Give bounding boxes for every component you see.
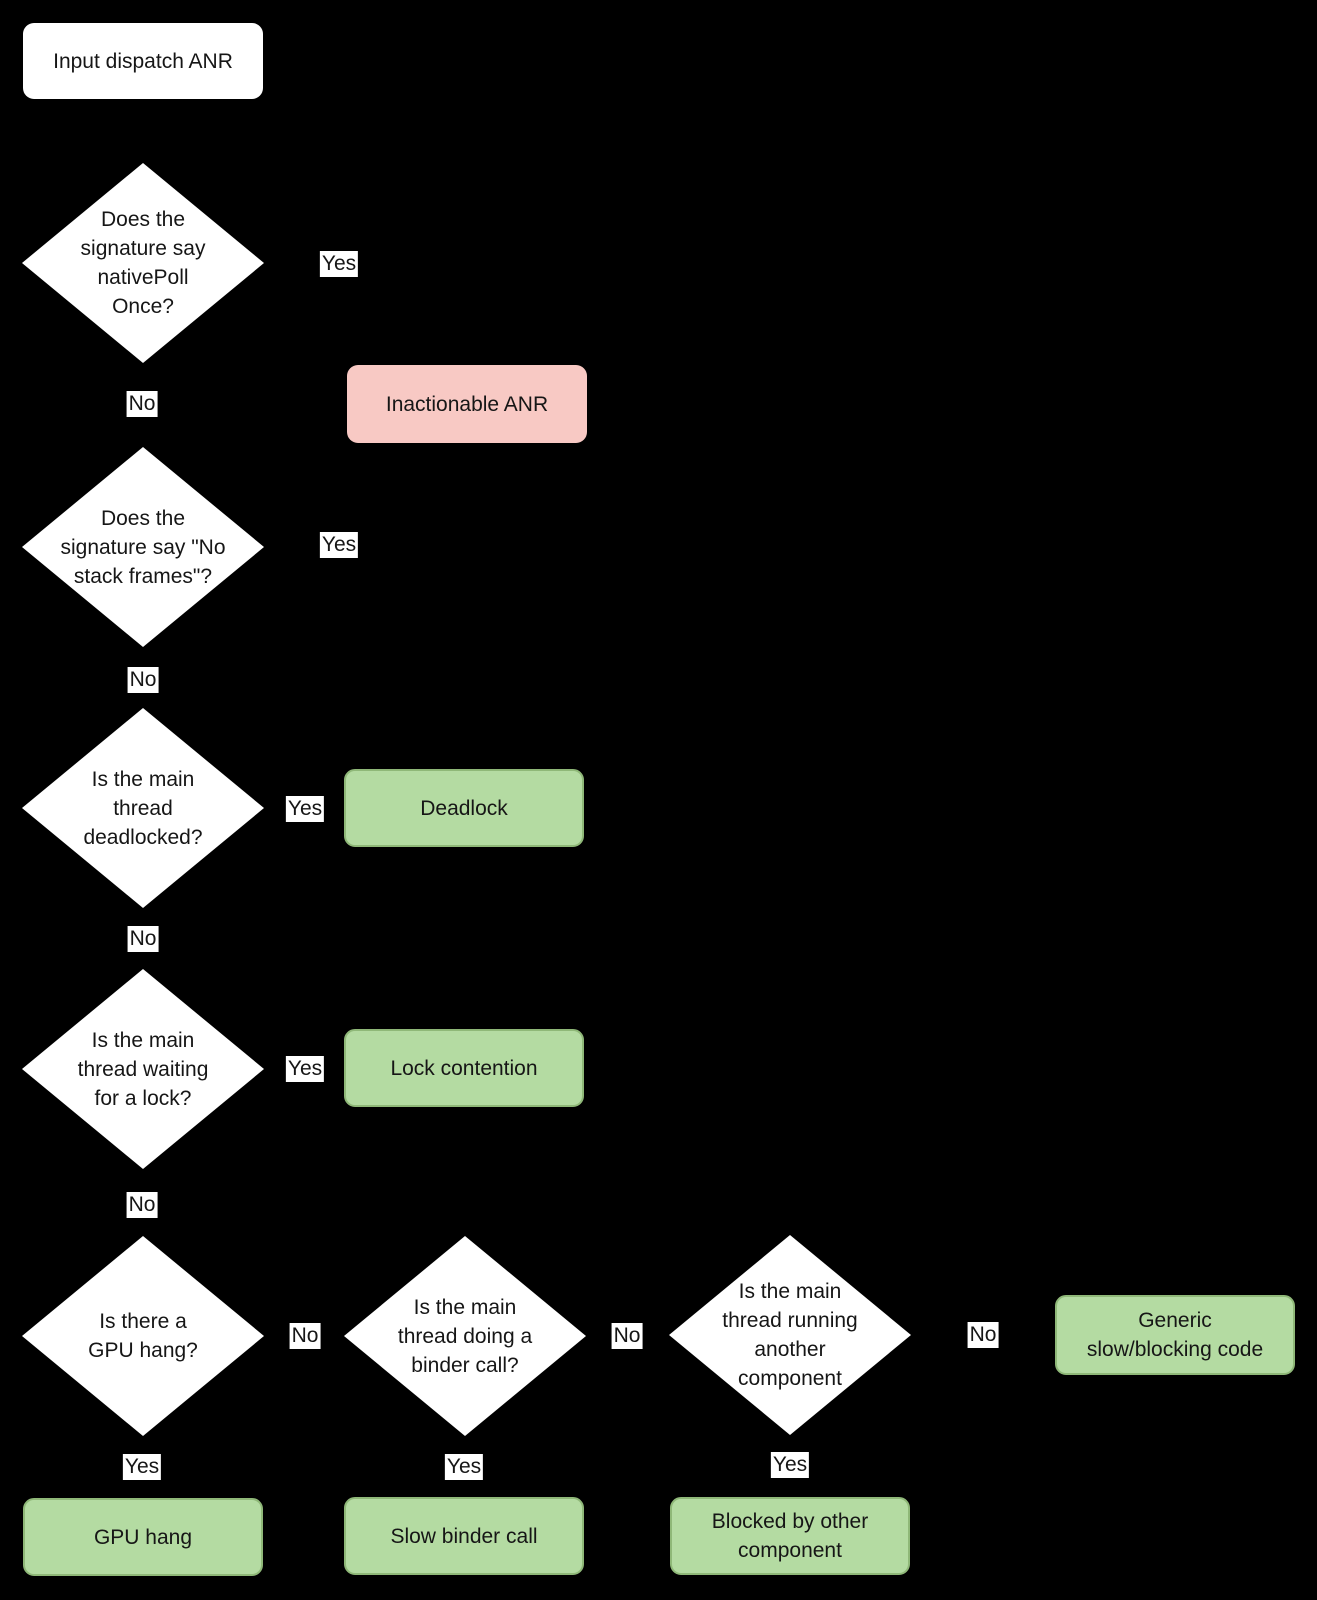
edge-label-no-gpu-hang: No xyxy=(289,1323,321,1349)
edge-label-no-native-poll: No xyxy=(126,391,158,417)
edge-label-no-waiting-lock: No xyxy=(126,1192,158,1218)
result-deadlock: Deadlock xyxy=(344,769,584,847)
result-gpu-hang: GPU hang xyxy=(23,1498,263,1576)
edge-label-yes-binder-call: Yes xyxy=(444,1454,484,1480)
decision-gpu-hang: Is there a GPU hang? xyxy=(22,1236,264,1436)
edge-label-no-no-stack-frames: No xyxy=(127,667,159,693)
decision-running-another-component: Is the main thread running another compo… xyxy=(669,1235,911,1435)
result-inactionable-anr: Inactionable ANR xyxy=(347,365,587,443)
decision-binder-call: Is the main thread doing a binder call? xyxy=(344,1236,586,1436)
decision-no-stack-frames: Does the signature say "No stack frames"… xyxy=(22,447,264,647)
decision-native-poll-once: Does the signature say nativePoll Once? xyxy=(22,163,264,363)
edge-label-no-binder-call: No xyxy=(611,1323,643,1349)
edge-label-yes-native-poll: Yes xyxy=(319,251,359,277)
decision-main-thread-waiting-lock: Is the main thread waiting for a lock? xyxy=(22,969,264,1169)
edge-label-no-deadlocked: No xyxy=(127,926,159,952)
result-blocked-by-other-component: Blocked by other component xyxy=(670,1497,910,1575)
edge-label-yes-waiting-lock: Yes xyxy=(285,1056,325,1082)
decision-main-thread-deadlocked: Is the main thread deadlocked? xyxy=(22,708,264,908)
edge-label-yes-gpu-hang: Yes xyxy=(122,1454,162,1480)
result-lock-contention: Lock contention xyxy=(344,1029,584,1107)
edge-label-yes-another-component: Yes xyxy=(770,1452,810,1478)
edge-label-yes-no-stack-frames: Yes xyxy=(319,532,359,558)
edge-label-yes-deadlocked: Yes xyxy=(285,796,325,822)
result-slow-binder-call: Slow binder call xyxy=(344,1497,584,1575)
result-generic-slow-blocking-code: Generic slow/blocking code xyxy=(1055,1295,1295,1375)
edge-label-no-another-component: No xyxy=(967,1322,999,1348)
start-node-input-dispatch-anr: Input dispatch ANR xyxy=(23,23,263,99)
